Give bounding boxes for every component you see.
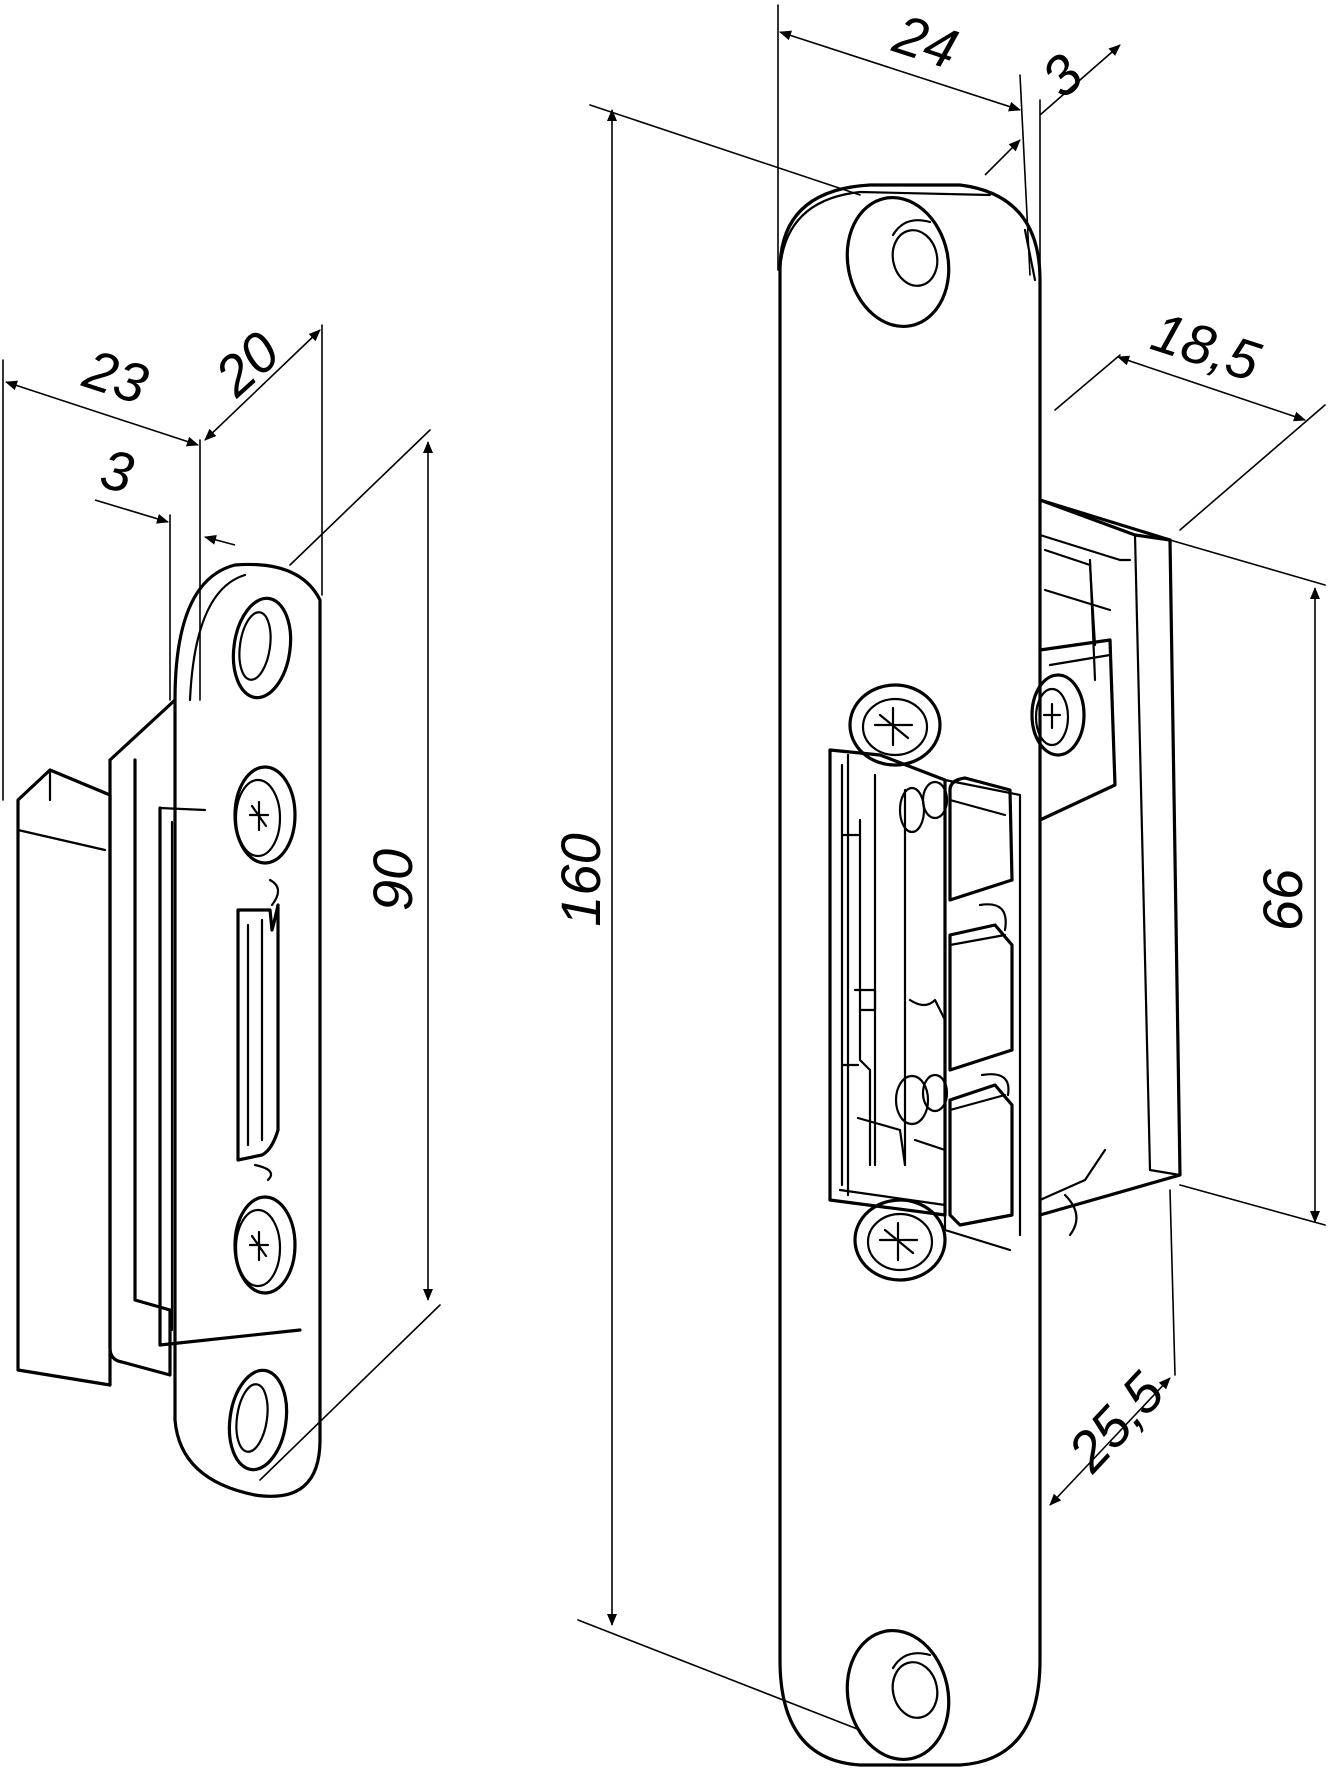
keeper-screw-bottom — [233, 1195, 297, 1295]
dim-label-25-5: 25,5 — [1055, 1360, 1177, 1484]
dim-label-20: 20 — [202, 319, 291, 408]
strike-screw-bottom — [853, 1198, 947, 1282]
dim-label-24: 24 — [886, 2, 966, 81]
strike-screw-top — [848, 683, 942, 767]
keeper-screw-top — [233, 765, 297, 865]
dimension-labels: 160 24 3 18,5 66 25,5 90 23 20 3 — [76, 2, 1314, 1484]
body-screw-top — [1030, 673, 1086, 757]
dimension-lines — [2, 4, 1326, 1731]
dim-label-160: 160 — [549, 833, 612, 926]
dim-label-23: 23 — [76, 337, 156, 416]
dim-label-90: 90 — [361, 849, 424, 911]
dim-label-18-5: 18,5 — [1144, 300, 1268, 394]
dim-label-3-keeper: 3 — [95, 437, 139, 505]
keeper-drawing — [16, 562, 322, 1498]
electric-strike-drawing — [778, 183, 1182, 1767]
dim-label-66: 66 — [1251, 868, 1314, 931]
